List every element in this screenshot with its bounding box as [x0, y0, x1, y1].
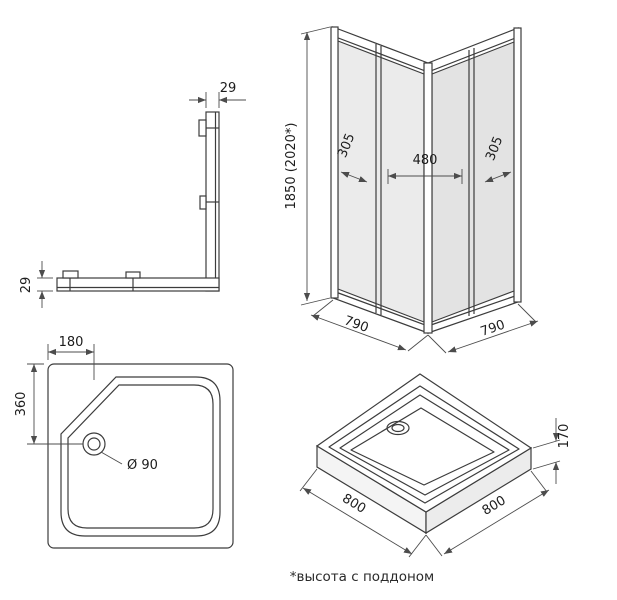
tray-isometric-view: 170 800 800 — [299, 373, 572, 558]
dim-label-door-width: 480 — [413, 153, 438, 168]
horizontal-wall-profile — [56, 277, 220, 292]
dim-label-profile-width: 29 — [220, 81, 237, 96]
tray-plan-view: Ø 90 180 360 — [14, 335, 234, 549]
dimension-base-right: 790 — [427, 303, 539, 354]
drain-inner — [87, 437, 101, 451]
drain-outer-iso — [386, 420, 410, 436]
dimension-tray-height: 170 — [532, 418, 572, 484]
drain-inner-iso — [391, 423, 405, 433]
dim-label-drain-y: 360 — [14, 392, 29, 417]
dim-label-height: 1850 (2020*) — [284, 123, 299, 210]
dim-label-base-right: 790 — [479, 318, 507, 340]
dim-label-tray-height: 170 — [557, 424, 572, 449]
dimension-door-opening: 480 — [387, 153, 463, 184]
dimension-drain-offset-x: 180 — [47, 335, 95, 380]
tray-outer-edge — [47, 363, 234, 549]
dimension-drain-diameter: Ø 90 — [100, 451, 158, 473]
dim-label-profile-width-side: 29 — [19, 277, 34, 294]
tray-top-face — [315, 373, 533, 513]
profile-bracket-top — [198, 119, 207, 137]
dimension-profile-width-top: 29 — [189, 81, 246, 108]
footnote: *высота с поддоном — [290, 569, 434, 585]
profile-bracket-middle — [199, 195, 207, 210]
dimension-drain-offset-y: 360 — [14, 363, 83, 445]
dim-label-base-left: 790 — [342, 313, 370, 336]
right-glass-panel — [431, 41, 515, 323]
profile-bracket-left — [62, 270, 79, 279]
profile-bracket-center — [125, 271, 141, 279]
dim-label-drain-diameter: Ø 90 — [127, 458, 158, 473]
tray-rim-outer — [60, 376, 221, 537]
tray-basin-floor — [350, 407, 495, 486]
enclosure-isometric-view: 1850 (2020*) 305 480 305 790 790 — [284, 26, 539, 354]
dimension-enclosure-height: 1850 (2020*) — [284, 26, 331, 306]
dimension-profile-width-side: 29 — [19, 261, 53, 308]
dim-label-drain-x: 180 — [59, 335, 84, 350]
tray-rim-inner — [67, 384, 214, 529]
tray-rim-line-outer — [328, 385, 520, 504]
corner-post — [423, 62, 433, 334]
right-wall-post — [513, 27, 522, 303]
left-wall-post — [330, 26, 339, 299]
corner-profile-view: 29 29 — [19, 81, 246, 308]
tray-rim-line-inner — [339, 394, 510, 496]
